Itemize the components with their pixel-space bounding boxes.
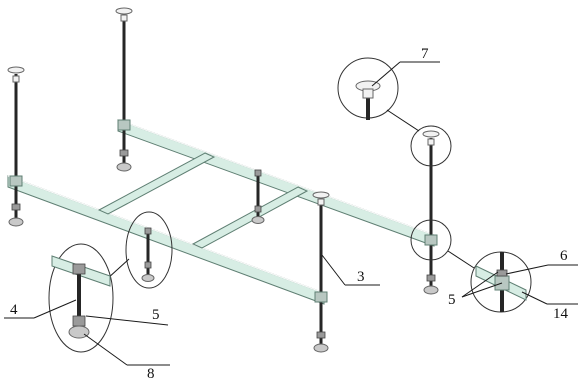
stud-front-center: [312, 191, 330, 353]
cross-bar-1: [97, 152, 216, 215]
callout-7: 7: [421, 46, 429, 62]
callout-14: 14: [553, 306, 569, 322]
callout-labels: 7 6 5 14 3 4 5 8: [10, 46, 569, 380]
callout-5-left: 5: [152, 307, 160, 323]
cap-enlarged: [355, 80, 381, 120]
stud-far-left: [7, 66, 25, 227]
studs: [7, 7, 440, 353]
stud-back-left: [115, 7, 133, 172]
callout-3: 3: [357, 269, 365, 285]
detail-circle-cap-small: [410, 125, 452, 167]
callout-4: 4: [10, 302, 18, 318]
detail-circle-mid: [125, 211, 173, 289]
stud-middle-front: [141, 227, 155, 282]
front-rail: [7, 175, 325, 305]
detail-circle-left-large: [48, 243, 114, 353]
stud-right: [422, 130, 440, 295]
front-rail-top-edge: [7, 175, 325, 294]
nut-enlarged: [51, 255, 111, 339]
callout-5-right: 5: [448, 292, 456, 308]
back-rail-top-edge: [117, 119, 435, 236]
callout-6: 6: [560, 248, 568, 264]
support-frame: [7, 119, 435, 305]
callout-leaders: [4, 61, 578, 366]
stud-middle-back: [251, 169, 265, 224]
detail-circle-bracket-small: [410, 219, 452, 261]
cross-bar-2: [191, 186, 309, 249]
callout-8: 8: [147, 366, 155, 380]
